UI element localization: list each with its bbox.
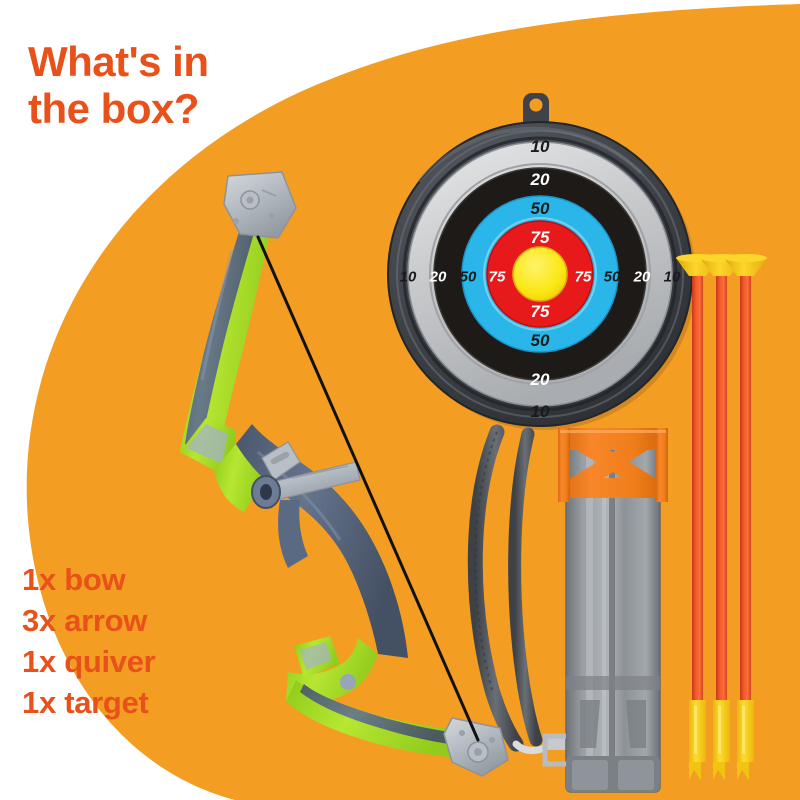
target-score-10-right: 10	[663, 268, 681, 286]
list-item-bow: 1x bow	[22, 562, 126, 597]
target-score-10-bottom: 10	[530, 402, 550, 421]
target-score-50-right: 50	[603, 268, 621, 286]
target-score-50-bottom: 50	[530, 331, 550, 350]
list-item-target: 1x target	[22, 684, 149, 720]
quiver-shoulder-strap	[467, 424, 569, 755]
bow-upper-cam	[223, 171, 297, 239]
target-score-20-left: 20	[429, 268, 447, 286]
quiver-tube	[542, 439, 661, 793]
bow-riser	[236, 424, 408, 658]
target-score-50-left: 50	[459, 268, 477, 286]
target-score-20-top: 20	[530, 170, 550, 189]
target-score-10-top: 10	[530, 137, 550, 156]
target-score-75-left: 75	[488, 268, 506, 286]
arrow-2	[700, 254, 743, 780]
target-score-75-right: 75	[574, 268, 592, 286]
quiver-orange-brace	[558, 428, 668, 502]
target-score-20-right: 20	[633, 268, 651, 286]
target-score-50-top: 50	[530, 199, 550, 218]
bow-lower-cam	[443, 717, 509, 777]
bow-lower-limb-a	[286, 638, 378, 704]
target-score-75-top: 75	[530, 228, 550, 247]
contents-list: 1x bow 3x arrow 1x quiver 1x target	[22, 560, 156, 724]
page-title: What's in the box?	[28, 38, 209, 133]
target-score-75-bottom: 75	[530, 302, 550, 321]
target-score-10-left: 10	[399, 268, 417, 286]
list-item-quiver: 1x quiver	[22, 643, 156, 679]
arrow-3	[724, 254, 767, 780]
list-item-arrow: 3x arrow	[22, 602, 148, 638]
bow-string	[256, 235, 480, 742]
target-score-20-bottom: 20	[530, 370, 550, 389]
